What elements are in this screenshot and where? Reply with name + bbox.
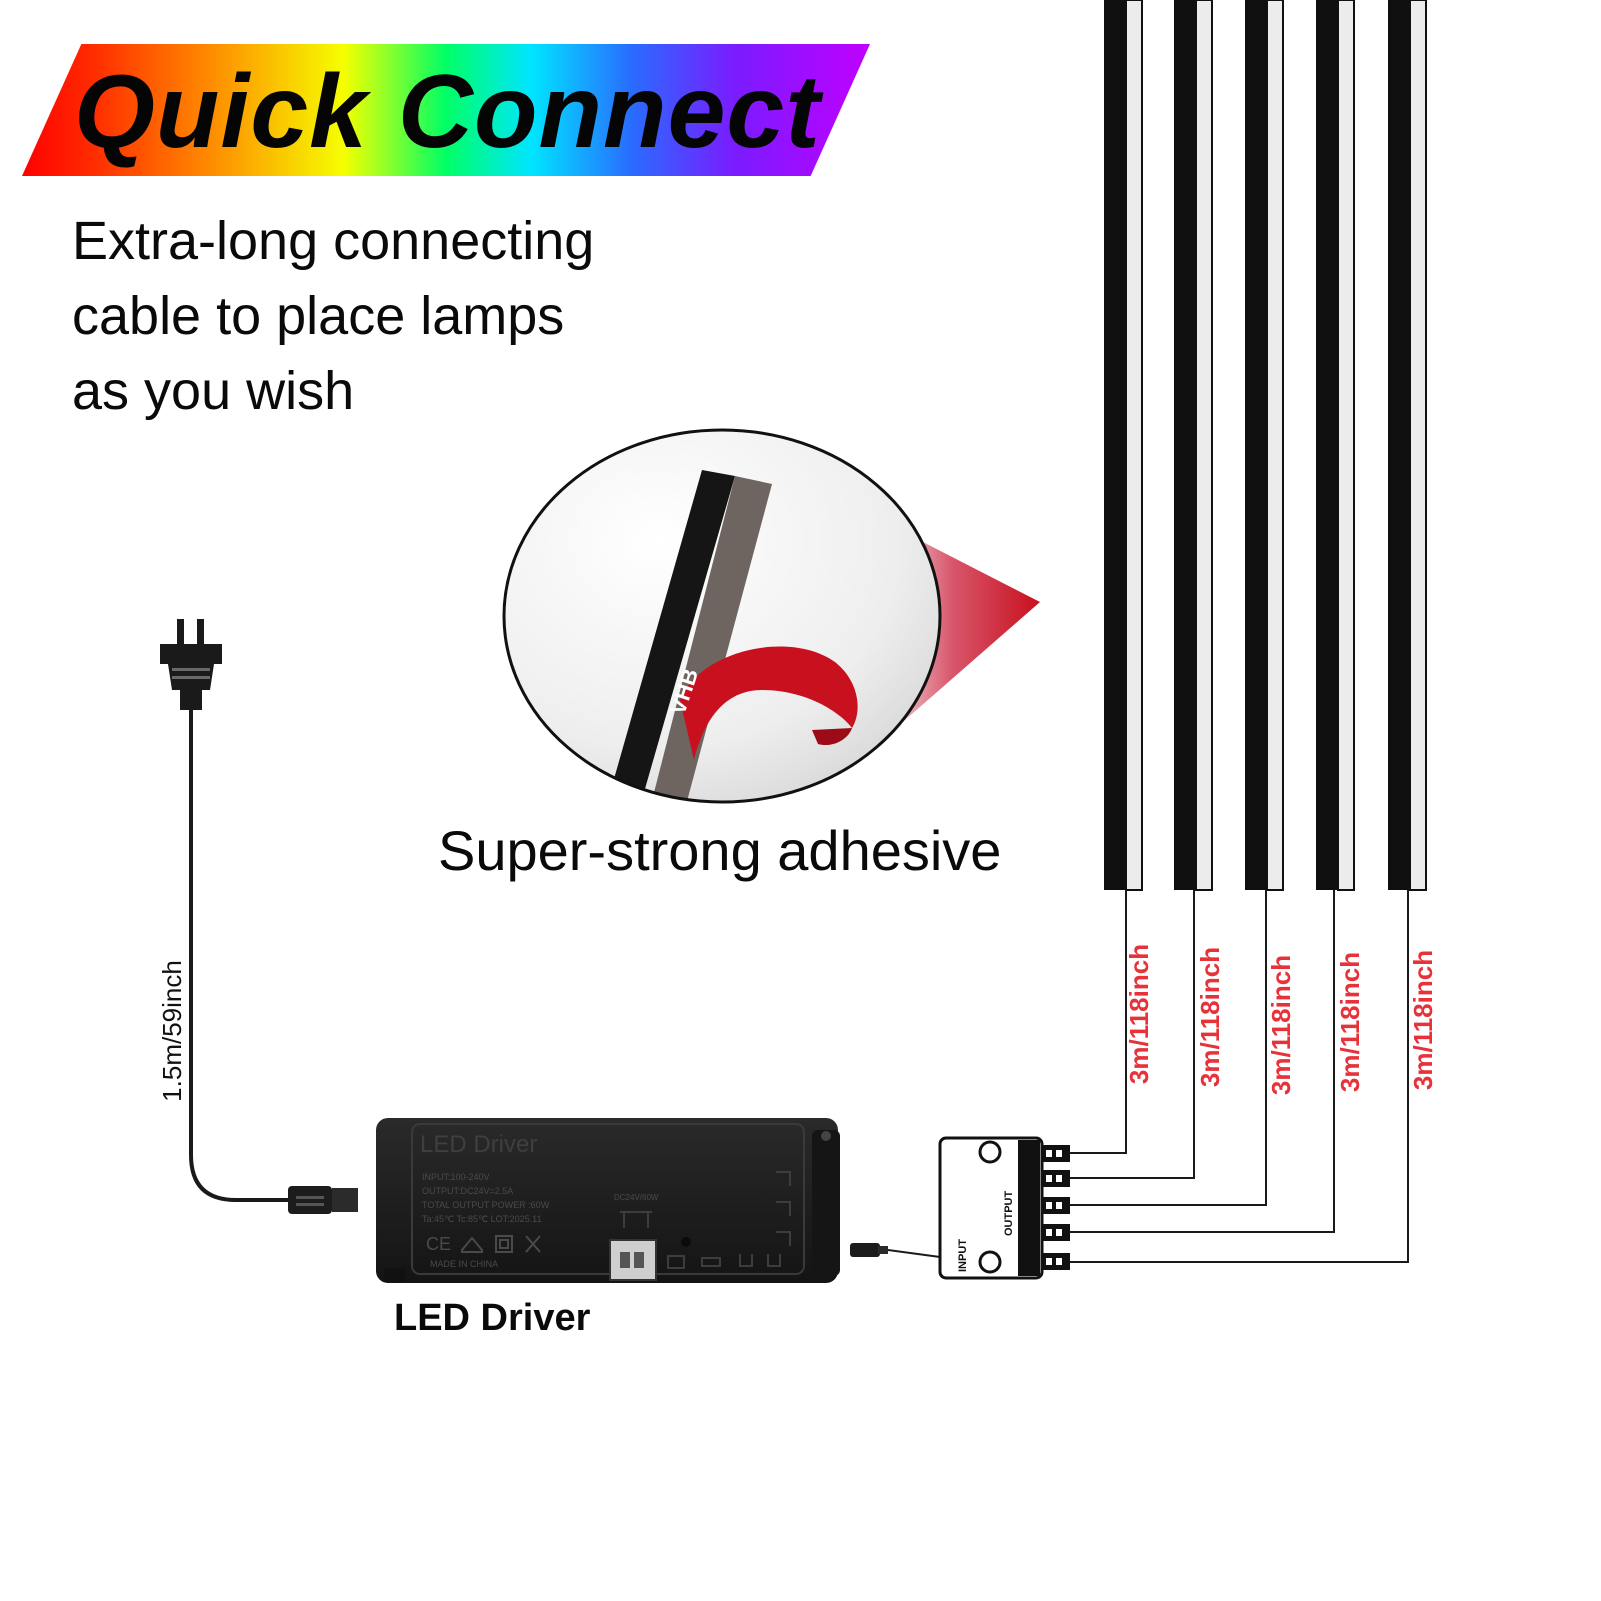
dc-output-cable	[850, 1243, 941, 1258]
adhesive-caption: Super-strong adhesive	[438, 819, 1002, 882]
splitter-hub: INPUT OUTPUT	[938, 1136, 1070, 1280]
driver-panel-marks	[620, 1171, 791, 1269]
intro-line-2: cable to place lamps	[72, 286, 565, 346]
led-driver: LED Driver INPUT:100-240V OUTPUT:DC24V=2…	[376, 1118, 840, 1283]
driver-spec-line-2: OUTPUT:DC24V=2.5A	[422, 1186, 513, 1196]
strip-cable-1	[1070, 890, 1127, 1154]
strip-cable-3	[1070, 890, 1267, 1206]
led-strip-2	[1174, 0, 1213, 891]
adhesive-closeup: VHB	[502, 428, 942, 804]
driver-ce-mark: CE	[426, 1234, 451, 1254]
strip-cable-length-3: 3m/118inch	[1266, 954, 1296, 1096]
strip-cable-5	[1070, 890, 1409, 1263]
power-cord	[189, 710, 290, 1202]
title-banner	[22, 44, 870, 176]
wall-plug	[160, 619, 222, 710]
driver-cert-icons	[461, 1235, 541, 1253]
strip-cable-2	[1070, 890, 1195, 1179]
led-strip-3	[1245, 0, 1284, 891]
driver-plug-connector	[288, 1186, 358, 1214]
driver-port-label: DC24V/60W	[614, 1193, 659, 1202]
driver-caption: LED Driver	[394, 1297, 591, 1339]
strip-adhesive-backing	[648, 476, 772, 802]
splitter-input-label: INPUT	[957, 1239, 969, 1272]
strip-cable-length-1: 3m/118inch	[1124, 943, 1154, 1085]
led-strip-5	[1388, 0, 1427, 891]
red-tape-peel	[680, 646, 858, 760]
strip-cable-length-2: 3m/118inch	[1195, 946, 1225, 1088]
strip-cable-4	[1070, 890, 1335, 1233]
driver-panel-title: LED Driver	[420, 1131, 537, 1158]
power-cord-length-label: 1.5m/59inch	[157, 960, 187, 1102]
strip-profile-black	[604, 470, 735, 802]
strip-cable-length-5: 3m/118inch	[1408, 949, 1438, 1091]
splitter-output-label: OUTPUT	[1003, 1191, 1015, 1237]
intro-line-3: as you wish	[72, 361, 355, 421]
intro-line-1: Extra-long connecting	[72, 211, 595, 271]
driver-spec-line-1: INPUT:100-240V	[422, 1172, 490, 1182]
driver-spec-line-3: TOTAL OUTPUT POWER :60W	[422, 1200, 550, 1210]
strip-cables	[1070, 890, 1409, 1263]
driver-made-in: MADE IN CHINA	[430, 1259, 498, 1269]
driver-spec-line-4: Ta:45℃ Tc:85℃ LOT:2025.11	[422, 1214, 541, 1224]
led-strip-1	[1104, 0, 1143, 891]
led-strip-4	[1316, 0, 1355, 891]
page-title: Quick Connect	[74, 54, 821, 170]
led-strip-group	[1104, 0, 1427, 891]
strip-cable-length-4: 3m/118inch	[1335, 951, 1365, 1093]
